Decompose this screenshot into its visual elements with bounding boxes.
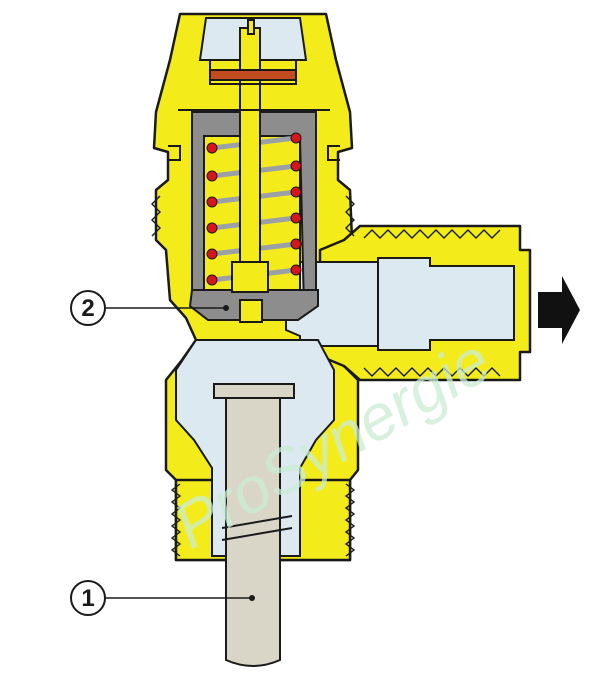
callout-1-number: 1 [81, 585, 94, 612]
inlet-threads [151, 195, 356, 557]
spring-coil-section [206, 222, 218, 234]
spring-coil-section [206, 196, 218, 208]
valve-stem [231, 19, 269, 323]
spring-coil-section [290, 186, 302, 198]
callout-1: 1 [70, 580, 255, 616]
outlet-connector-bore [377, 257, 515, 351]
spring-coil-section [206, 142, 218, 154]
spring-coil-section [290, 132, 302, 144]
spring-coil-section [206, 248, 218, 260]
spring-coil-section [206, 170, 218, 182]
spring-coil-section [290, 264, 302, 276]
callout-2-number: 2 [81, 295, 94, 322]
outlet-threads [363, 229, 501, 377]
spring-coil-section [206, 274, 218, 286]
flow-direction-arrow-icon [538, 276, 580, 344]
spring-coil-section [290, 160, 302, 172]
callout-2: 2 [70, 290, 229, 326]
head-detail [168, 60, 340, 161]
spring-coil-section [290, 238, 302, 250]
spring-coil-section [290, 212, 302, 224]
